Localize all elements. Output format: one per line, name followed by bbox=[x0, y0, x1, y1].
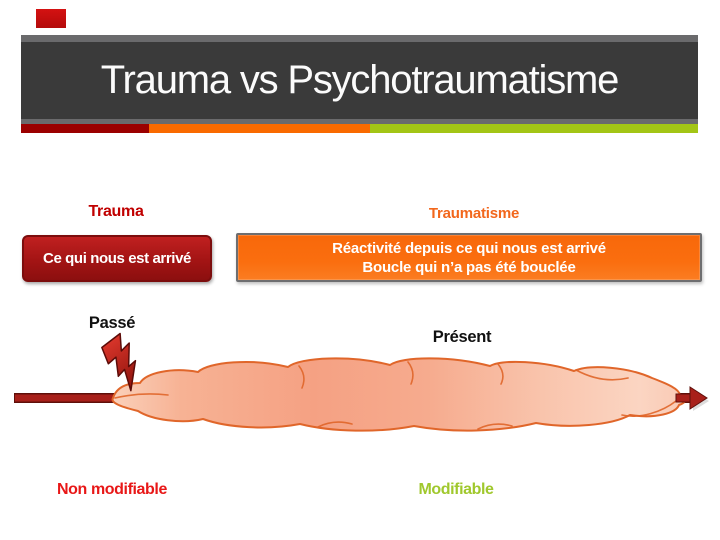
accent-stripe-orange bbox=[149, 124, 370, 133]
red-accent-rectangle bbox=[36, 9, 66, 28]
title-band-bottom-strip bbox=[21, 119, 698, 124]
arrowhead-icon bbox=[675, 386, 709, 411]
trauma-label: Trauma bbox=[88, 203, 144, 220]
non-modifiable-label: Non modifiable bbox=[57, 481, 167, 498]
past-label: Passé bbox=[88, 314, 136, 332]
accent-stripe-green bbox=[370, 124, 698, 133]
modifiable-label: Modifiable bbox=[418, 481, 494, 498]
present-label: Présent bbox=[432, 328, 492, 346]
traumatisme-label: Traumatisme bbox=[428, 205, 520, 222]
lightning-bolt-icon bbox=[101, 332, 137, 392]
title-band: Trauma vs Psychotraumatisme bbox=[21, 42, 698, 119]
trauma-box: Ce qui nous est arrivé bbox=[22, 235, 212, 282]
title-band-top-strip bbox=[21, 35, 698, 42]
traumatisme-box: Réactivité depuis ce qui nous est arrivé… bbox=[236, 233, 702, 282]
accent-stripe-red bbox=[21, 124, 149, 133]
cloud-shape bbox=[111, 357, 687, 432]
traumatisme-box-line2: Boucle qui n’a pas été bouclée bbox=[362, 258, 576, 276]
slide-title: Trauma vs Psychotraumatisme bbox=[100, 58, 620, 102]
traumatisme-box-line1: Réactivité depuis ce qui nous est arrivé bbox=[332, 239, 606, 257]
trauma-box-text: Ce qui nous est arrivé bbox=[43, 250, 191, 267]
